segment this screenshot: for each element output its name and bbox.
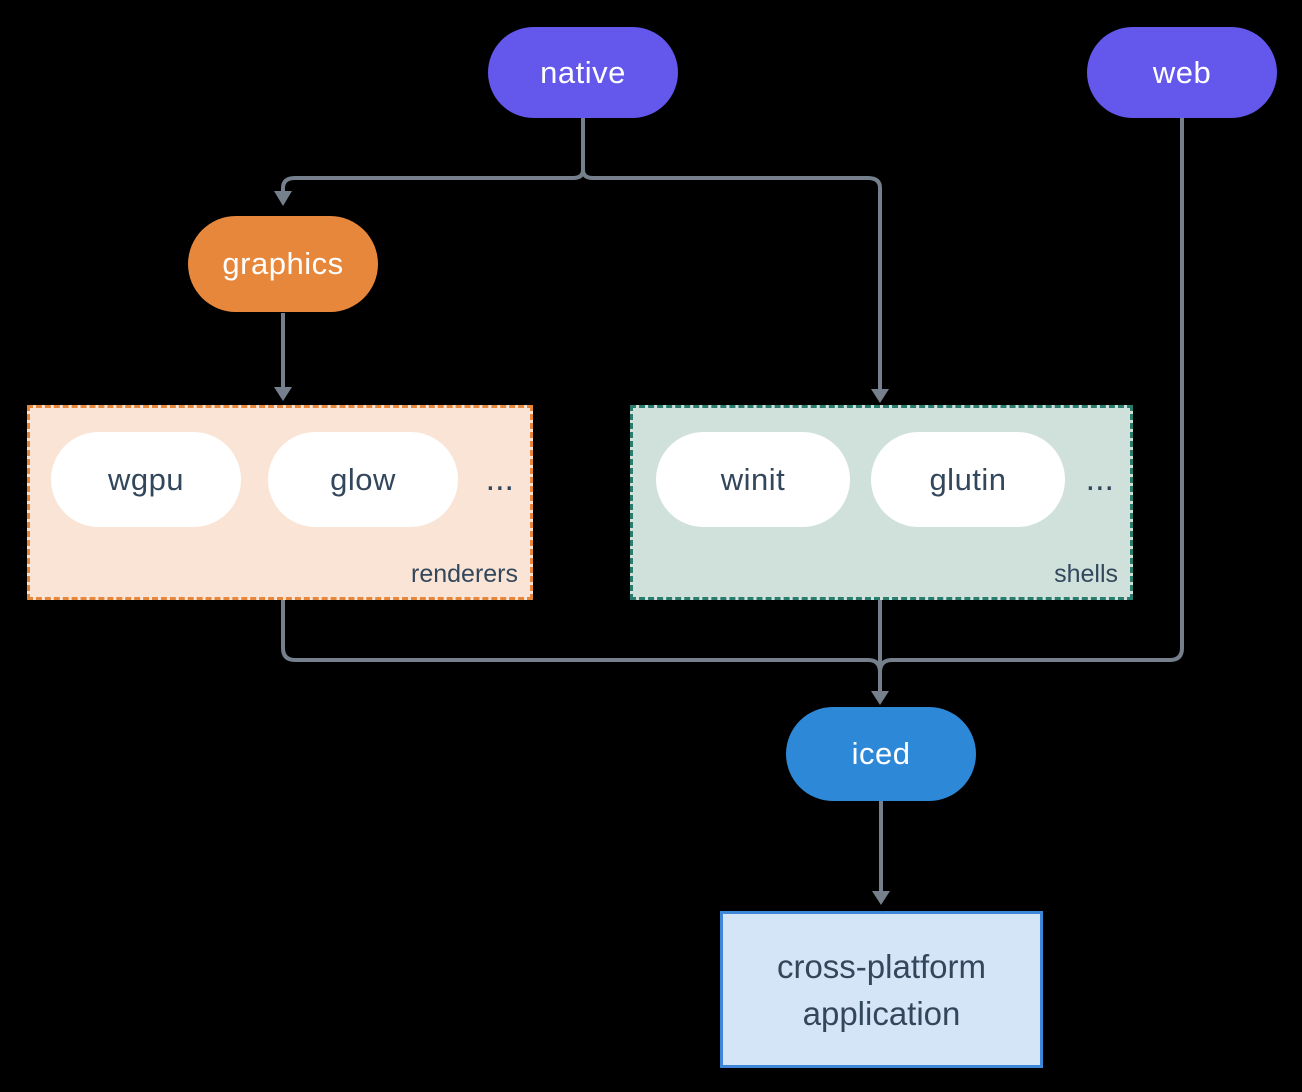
shells-ellipsis: ... [1085, 460, 1114, 498]
node-glow-label: glow [330, 461, 396, 497]
node-glutin-label: glutin [929, 461, 1007, 497]
edge-native-graphics [281, 118, 585, 193]
arrowhead-iced [871, 691, 889, 705]
arrowhead-renderers [274, 387, 292, 401]
node-graphics: graphics [188, 216, 378, 312]
node-wgpu-label: wgpu [107, 461, 185, 497]
node-iced: iced [786, 707, 976, 801]
node-winit: winit [656, 432, 850, 527]
arrowhead-graphics [274, 191, 292, 206]
node-winit-label: winit [720, 461, 786, 497]
renderers-ellipsis: ... [485, 460, 514, 498]
node-web: web [1087, 27, 1277, 118]
node-graphics-label: graphics [222, 246, 344, 281]
shells-group-label: shells [1054, 560, 1118, 588]
node-native: native [488, 27, 678, 118]
node-cross-platform-application: cross-platform application [720, 911, 1043, 1068]
node-web-label: web [1152, 54, 1212, 90]
node-wgpu: wgpu [51, 432, 241, 527]
arrowhead-application [872, 891, 890, 905]
arrowhead-shells [871, 389, 889, 403]
node-glow: glow [268, 432, 458, 527]
renderers-group-label: renderers [411, 560, 518, 588]
group-renderers: wgpu glow ... renderers [27, 405, 533, 600]
group-shells: winit glutin ... shells [630, 405, 1133, 600]
edge-renderers-iced [281, 600, 882, 673]
application-label-line2: application [802, 994, 961, 1032]
node-native-label: native [540, 54, 626, 90]
node-iced-label: iced [851, 736, 911, 771]
node-glutin: glutin [871, 432, 1065, 527]
application-label-line1: cross-platform [776, 947, 987, 985]
edge-native-shells [581, 169, 882, 390]
